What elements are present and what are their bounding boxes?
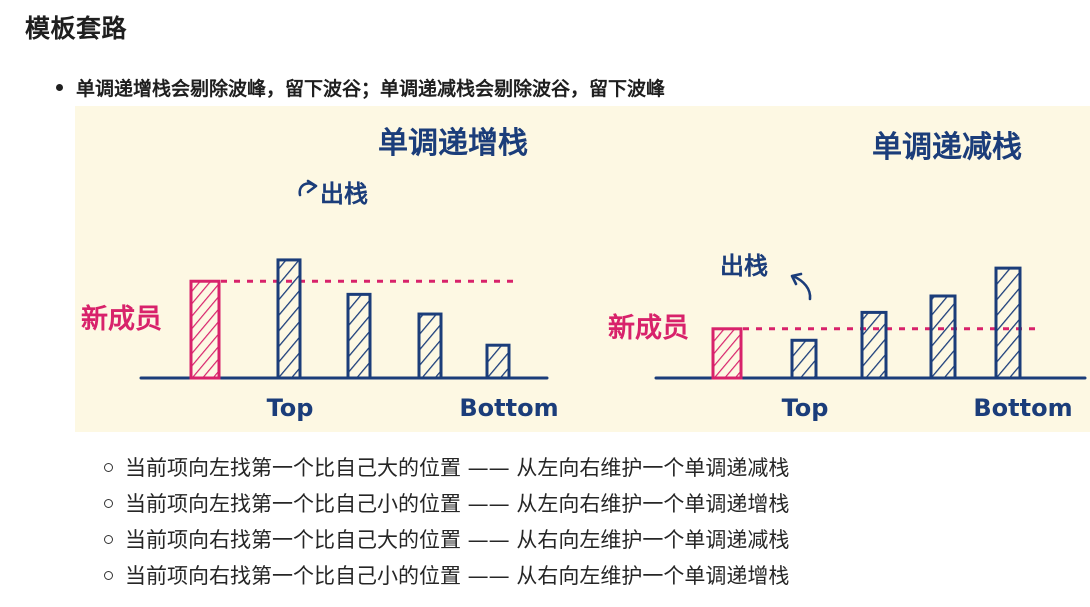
rule-item: 当前项向左找第一个比自己小的位置 —— 从左向右维护一个单调递增栈	[104, 485, 789, 521]
left-stack-bars	[276, 258, 511, 380]
right-new-member-bar	[711, 327, 743, 380]
stack-bar	[346, 292, 372, 380]
rule-item: 当前项向左找第一个比自己大的位置 —— 从左向右维护一个单调递减栈	[104, 449, 789, 485]
section-heading: 模板套路	[25, 14, 128, 43]
stack-bar	[276, 258, 302, 380]
circle-bullet-icon	[104, 570, 113, 580]
monotonic-stack-illustration: 单调递增栈 新成员 出栈 Top Bottom 单调递减栈 新成员 出栈 T	[75, 106, 1090, 432]
bullet-disc	[56, 84, 63, 91]
left-new-member-bar	[189, 279, 221, 380]
stack-bar	[417, 312, 443, 380]
right-panel-title: 单调递减栈	[872, 130, 1022, 165]
bullet-item: 单调递增栈会剔除波峰，留下波谷；单调递减栈会剔除波谷，留下波峰	[56, 74, 665, 101]
illustration-svg: 单调递增栈 新成员 出栈 Top Bottom 单调递减栈 新成员 出栈 T	[81, 126, 1087, 422]
rules-list: 当前项向左找第一个比自己大的位置 —— 从左向右维护一个单调递减栈 当前项向左找…	[104, 449, 789, 593]
rule-text: 当前项向右找第一个比自己大的位置 —— 从右向左维护一个单调递减栈	[125, 528, 790, 552]
left-pop-label: 出栈	[320, 180, 368, 208]
left-bottom-label: Bottom	[459, 394, 558, 422]
left-pop-arrowhead-icon	[306, 179, 318, 194]
stack-bar	[485, 343, 511, 380]
circle-bullet-icon	[104, 462, 113, 472]
left-new-member-label: 新成员	[81, 303, 162, 335]
right-pop-label: 出栈	[720, 252, 768, 280]
rule-text: 当前项向左找第一个比自己小的位置 —— 从左向右维护一个单调递增栈	[125, 492, 790, 516]
stack-bar	[860, 310, 888, 380]
stack-bar	[790, 338, 818, 380]
left-panel: 单调递增栈 新成员 出栈 Top Bottom	[81, 126, 559, 422]
right-pop-arrowhead-icon	[790, 272, 803, 286]
stack-bar	[929, 294, 957, 380]
rule-text: 当前项向右找第一个比自己小的位置 —— 从右向左维护一个单调递增栈	[125, 564, 790, 588]
left-top-label: Top	[267, 394, 314, 422]
right-panel: 单调递减栈 新成员 出栈 Top Bottom	[608, 130, 1087, 422]
rule-item: 当前项向右找第一个比自己小的位置 —— 从右向左维护一个单调递增栈	[104, 557, 789, 593]
circle-bullet-icon	[104, 498, 113, 508]
right-new-member-label: 新成员	[608, 312, 689, 344]
circle-bullet-icon	[104, 534, 113, 544]
right-bottom-label: Bottom	[973, 394, 1072, 422]
rule-item: 当前项向右找第一个比自己大的位置 —— 从右向左维护一个单调递减栈	[104, 521, 789, 557]
right-stack-bars	[790, 266, 1022, 380]
rule-text: 当前项向左找第一个比自己大的位置 —— 从左向右维护一个单调递减栈	[125, 456, 790, 480]
bullet-text: 单调递增栈会剔除波峰，留下波谷；单调递减栈会剔除波谷，留下波峰	[76, 78, 666, 100]
right-top-label: Top	[782, 394, 829, 422]
stack-bar	[994, 266, 1022, 380]
right-pop-arrow-icon	[791, 274, 812, 301]
left-panel-title: 单调递增栈	[378, 126, 528, 161]
